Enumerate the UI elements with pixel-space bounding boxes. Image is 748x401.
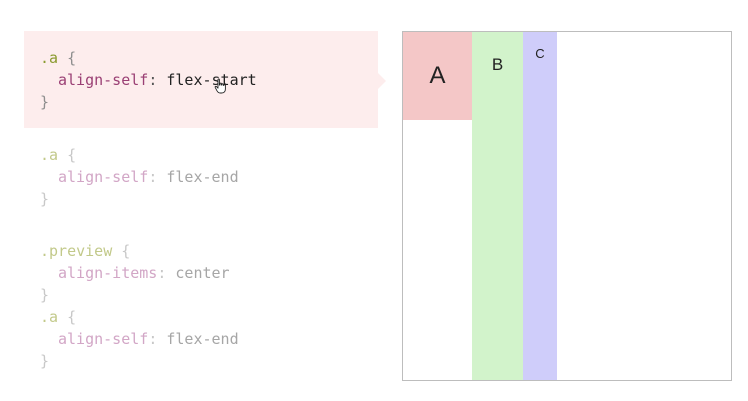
property: align-self: [58, 71, 149, 89]
hand-pointer-icon: [214, 78, 226, 94]
colon: :: [148, 168, 158, 186]
declaration-line: align-self: flex-end: [40, 328, 378, 350]
flex-item-c: C: [523, 32, 557, 380]
rule-selector-line: .a {: [40, 306, 378, 328]
open-brace: {: [67, 308, 77, 326]
colon: :: [157, 264, 167, 282]
close-brace: }: [40, 286, 50, 304]
flex-preview-container: A B C: [402, 31, 732, 381]
close-brace-line: }: [40, 91, 378, 113]
rule-selector-line: .a {: [40, 47, 378, 69]
property: align-self: [58, 168, 149, 186]
selector: .preview: [40, 242, 113, 260]
rule-preview-align-items-center[interactable]: .preview { align-items: center } .a { al…: [24, 240, 378, 372]
property: align-items: [58, 264, 158, 282]
close-brace: }: [40, 352, 50, 370]
close-brace-line: }: [40, 188, 378, 210]
colon: :: [148, 330, 158, 348]
selector: .a: [40, 308, 59, 326]
value: flex-end: [166, 168, 239, 186]
declaration-line: align-self: flex-end: [40, 166, 378, 188]
open-brace: {: [67, 49, 77, 67]
value: flex-end: [166, 330, 239, 348]
flex-item-b: B: [472, 32, 523, 380]
declaration-line: align-self: flex-start: [40, 69, 378, 91]
rule-align-self-flex-end[interactable]: .a { align-self: flex-end }: [24, 144, 378, 210]
close-brace-line: }: [40, 350, 378, 372]
close-brace-line: }: [40, 284, 378, 306]
rule-selector-line: .preview {: [40, 240, 378, 262]
property: align-self: [58, 330, 149, 348]
close-brace: }: [40, 93, 50, 111]
value: flex-start: [166, 71, 257, 89]
close-brace: }: [40, 190, 50, 208]
code-panel: .a { align-self: flex-start } .a { align…: [24, 31, 386, 372]
selector: .a: [40, 49, 59, 67]
rule-selector-line: .a {: [40, 144, 378, 166]
open-brace: {: [67, 146, 77, 164]
flex-item-a: A: [403, 32, 472, 120]
open-brace: {: [121, 242, 131, 260]
selector: .a: [40, 146, 59, 164]
rule-align-self-flex-start[interactable]: .a { align-self: flex-start }: [24, 31, 386, 128]
declaration-line: align-items: center: [40, 262, 378, 284]
value: center: [175, 264, 230, 282]
colon: :: [148, 71, 158, 89]
